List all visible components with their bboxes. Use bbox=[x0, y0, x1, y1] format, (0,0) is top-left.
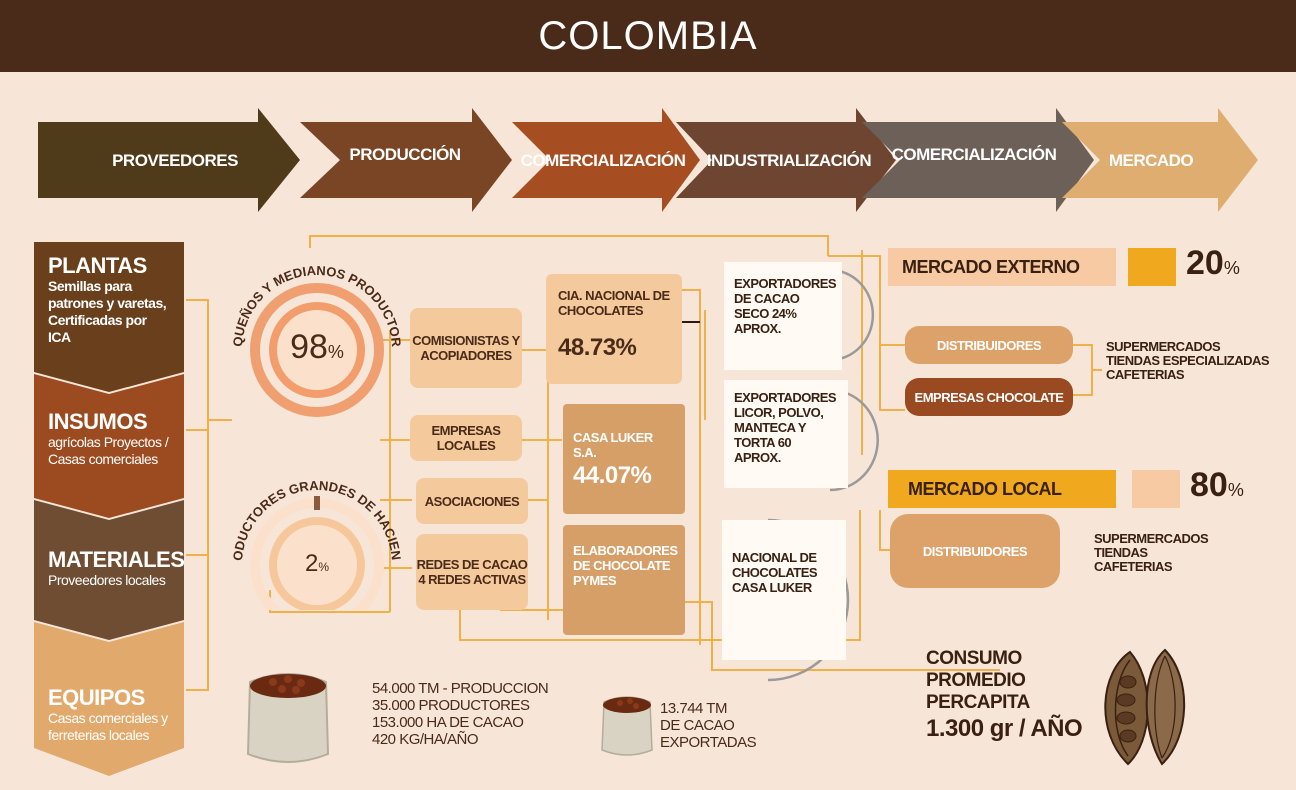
local-market-percent: 80% bbox=[1190, 466, 1244, 505]
large-producers-unit: % bbox=[318, 560, 330, 574]
local-distribuidores: DISTRIBUIDORES bbox=[890, 514, 1060, 588]
external-market-percent: 20% bbox=[1186, 244, 1240, 283]
local-market-swatch bbox=[1132, 470, 1180, 508]
supplier-plantas: PLANTAS Semillas para patrones y varetas… bbox=[34, 244, 184, 356]
supplier-insumos-desc: agrícolas Proyectos / Casas comerciales bbox=[48, 434, 169, 467]
large-producers-percent: 2% bbox=[262, 550, 372, 578]
large-producers-marker bbox=[314, 496, 320, 510]
consumption-text: CONSUMO PROMEDIO PERCAPITA 1.300 gr / AÑ… bbox=[926, 648, 1083, 744]
intermediary-comisionistas: COMISIONISTAS Y ACOPIADORES bbox=[410, 308, 522, 388]
industry-luker-name: CASA LUKER S.A. bbox=[573, 430, 653, 460]
chain-label-proveedores: PROVEEDORES bbox=[112, 151, 238, 170]
arrow-mercado-shape bbox=[1062, 108, 1258, 212]
production-stat-2: 35.000 PRODUCTORES bbox=[372, 697, 530, 714]
supplier-insumos-head: INSUMOS bbox=[48, 409, 148, 434]
value-chain-arrows bbox=[38, 108, 1258, 212]
arrow-industrializacion-shape bbox=[676, 108, 896, 212]
local-market-bar: MERCADO LOCAL bbox=[888, 470, 1116, 508]
small-producers-unit: % bbox=[327, 342, 344, 362]
small-producers-ring-outer bbox=[250, 283, 384, 417]
consumption-line-2: PROMEDIO bbox=[926, 670, 1026, 691]
supplier-materiales: MATERIALES Proveedores locales bbox=[34, 538, 185, 599]
consumption-line-1: CONSUMO bbox=[926, 648, 1022, 669]
producer-rings: PEQUEÑOS Y MEDIANOS PRODUCTORES PRODUCTO… bbox=[220, 240, 404, 610]
external-market-value: 20 bbox=[1186, 244, 1224, 282]
external-empresas-chocolate: EMPRESAS CHOCOLATE bbox=[905, 378, 1073, 416]
supplier-equipos: EQUIPOS Casas comerciales y ferreterias … bbox=[34, 676, 184, 754]
supplier-insumos: INSUMOS agrícolas Proyectos / Casas come… bbox=[34, 400, 184, 478]
export-stat-1: 13.744 TM bbox=[660, 700, 727, 717]
small-producers-ring-inner bbox=[269, 302, 365, 398]
local-channel-3: CAFETERIAS bbox=[1094, 559, 1173, 574]
arrow-comercializacion-2-shape bbox=[862, 108, 1094, 212]
export-stat-3: EXPORTADAS bbox=[660, 734, 757, 751]
local-market-unit: % bbox=[1227, 480, 1244, 500]
supplier-plantas-desc: Semillas para patrones y varetas, Certif… bbox=[48, 278, 167, 345]
external-market-swatch bbox=[1128, 248, 1176, 286]
chain-label-produccion: PRODUCCIÓN bbox=[349, 145, 461, 164]
external-market-bar: MERCADO EXTERNO bbox=[888, 248, 1116, 286]
industry-casa-luker: CASA LUKER S.A. 44.07% bbox=[563, 404, 685, 514]
production-stats: 54.000 TM - PRODUCCION 35.000 PRODUCTORE… bbox=[372, 680, 549, 748]
supplier-materiales-shape bbox=[34, 500, 184, 640]
exporter-licor: EXPORTADORES LICOR, POLVO, MANTECA Y TOR… bbox=[724, 380, 848, 488]
export-stat-2: DE CACAO bbox=[660, 717, 735, 734]
chain-label-mercado: MERCADO bbox=[1108, 151, 1194, 170]
small-producers-percent: 98% bbox=[262, 328, 372, 367]
external-channels: SUPERMERCADOS TIENDAS ESPECIALIZADAS CAF… bbox=[1106, 339, 1270, 382]
industry-luker-share: 44.07% bbox=[573, 462, 652, 489]
supplier-equipos-head: EQUIPOS bbox=[48, 685, 145, 710]
industry-nacional-chocolates: CIA. NACIONAL DE CHOCOLATES 48.73% bbox=[546, 274, 682, 384]
production-stat-3: 153.000 HA DE CACAO bbox=[372, 714, 524, 731]
local-channel-1: SUPERMERCADOS bbox=[1094, 531, 1209, 546]
cacao-pod-icon bbox=[1104, 648, 1186, 766]
chain-label-industrializacion: INDUSTRIALIZACIÓN bbox=[706, 151, 872, 170]
supplier-equipos-shape bbox=[34, 622, 184, 776]
external-distribuidores: DISTRIBUIDORES bbox=[905, 326, 1073, 364]
supplier-materiales-head: MATERIALES bbox=[48, 547, 185, 572]
large-producers-value: 2 bbox=[304, 550, 319, 577]
supplier-materiales-desc: Proveedores locales bbox=[48, 572, 166, 588]
large-producers-ring-inner bbox=[269, 517, 365, 610]
industry-nacional-share: 48.73% bbox=[558, 334, 637, 361]
exporter-cacao-seco: EXPORTADORES DE CACAO SECO 24% APROX. bbox=[724, 262, 842, 370]
industry-pymes-name: ELABORADORES DE CHOCOLATE PYMES bbox=[573, 543, 678, 588]
external-channel-2: TIENDAS ESPECIALIZADAS bbox=[1106, 353, 1270, 368]
external-channel-3: CAFETERIAS bbox=[1106, 367, 1185, 382]
arrow-comercializacion-1-shape bbox=[512, 108, 700, 212]
production-stat-1: 54.000 TM - PRODUCCION bbox=[372, 680, 549, 697]
supplier-plantas-head: PLANTAS bbox=[48, 253, 147, 278]
supplier-plantas-shape bbox=[34, 242, 184, 392]
supplier-equipos-desc: Casas comerciales y ferreterias locales bbox=[48, 710, 168, 743]
industry-pymes: ELABORADORES DE CHOCOLATE PYMES bbox=[563, 525, 685, 635]
chain-label-comercializacion-2: COMERCIALIZACIÓN bbox=[891, 145, 1057, 164]
cacao-sack-small-icon bbox=[601, 696, 653, 756]
local-market-value: 80 bbox=[1190, 466, 1228, 504]
local-channels: SUPERMERCADOS TIENDAS CAFETERIAS bbox=[1094, 531, 1209, 574]
supplier-shapes bbox=[34, 242, 184, 776]
cacao-sack-icon bbox=[246, 673, 330, 763]
industry-nacional-name: CIA. NACIONAL DE CHOCOLATES bbox=[558, 288, 670, 318]
arrow-produccion-shape bbox=[300, 108, 512, 212]
consumption-line-3: PERCAPITA bbox=[926, 692, 1030, 713]
production-stat-4: 420 KG/HA/AÑO bbox=[372, 731, 479, 748]
export-stats: 13.744 TM DE CACAO EXPORTADAS bbox=[660, 700, 757, 751]
chain-label-comercializacion-1: COMERCIALIZACIÓN bbox=[520, 151, 686, 170]
page-title: COLOMBIA bbox=[0, 0, 1296, 72]
local-channel-2: TIENDAS bbox=[1094, 545, 1148, 560]
consumption-value: 1.300 gr / AÑO bbox=[926, 715, 1083, 742]
arrow-proveedores-shape bbox=[38, 108, 300, 212]
small-producers-value: 98 bbox=[290, 328, 328, 366]
external-market-unit: % bbox=[1223, 258, 1240, 278]
intermediary-asociaciones: ASOCIACIONES bbox=[416, 478, 528, 524]
exporter-nacional-luker: NACIONAL DE CHOCOLATES CASA LUKER bbox=[722, 520, 846, 660]
intermediary-empresas-locales: EMPRESAS LOCALES bbox=[410, 415, 522, 461]
external-channel-1: SUPERMERCADOS bbox=[1106, 339, 1221, 354]
intermediary-redes: REDES DE CACAO 4 REDES ACTIVAS bbox=[416, 534, 528, 610]
supplier-insumos-shape bbox=[34, 374, 184, 518]
